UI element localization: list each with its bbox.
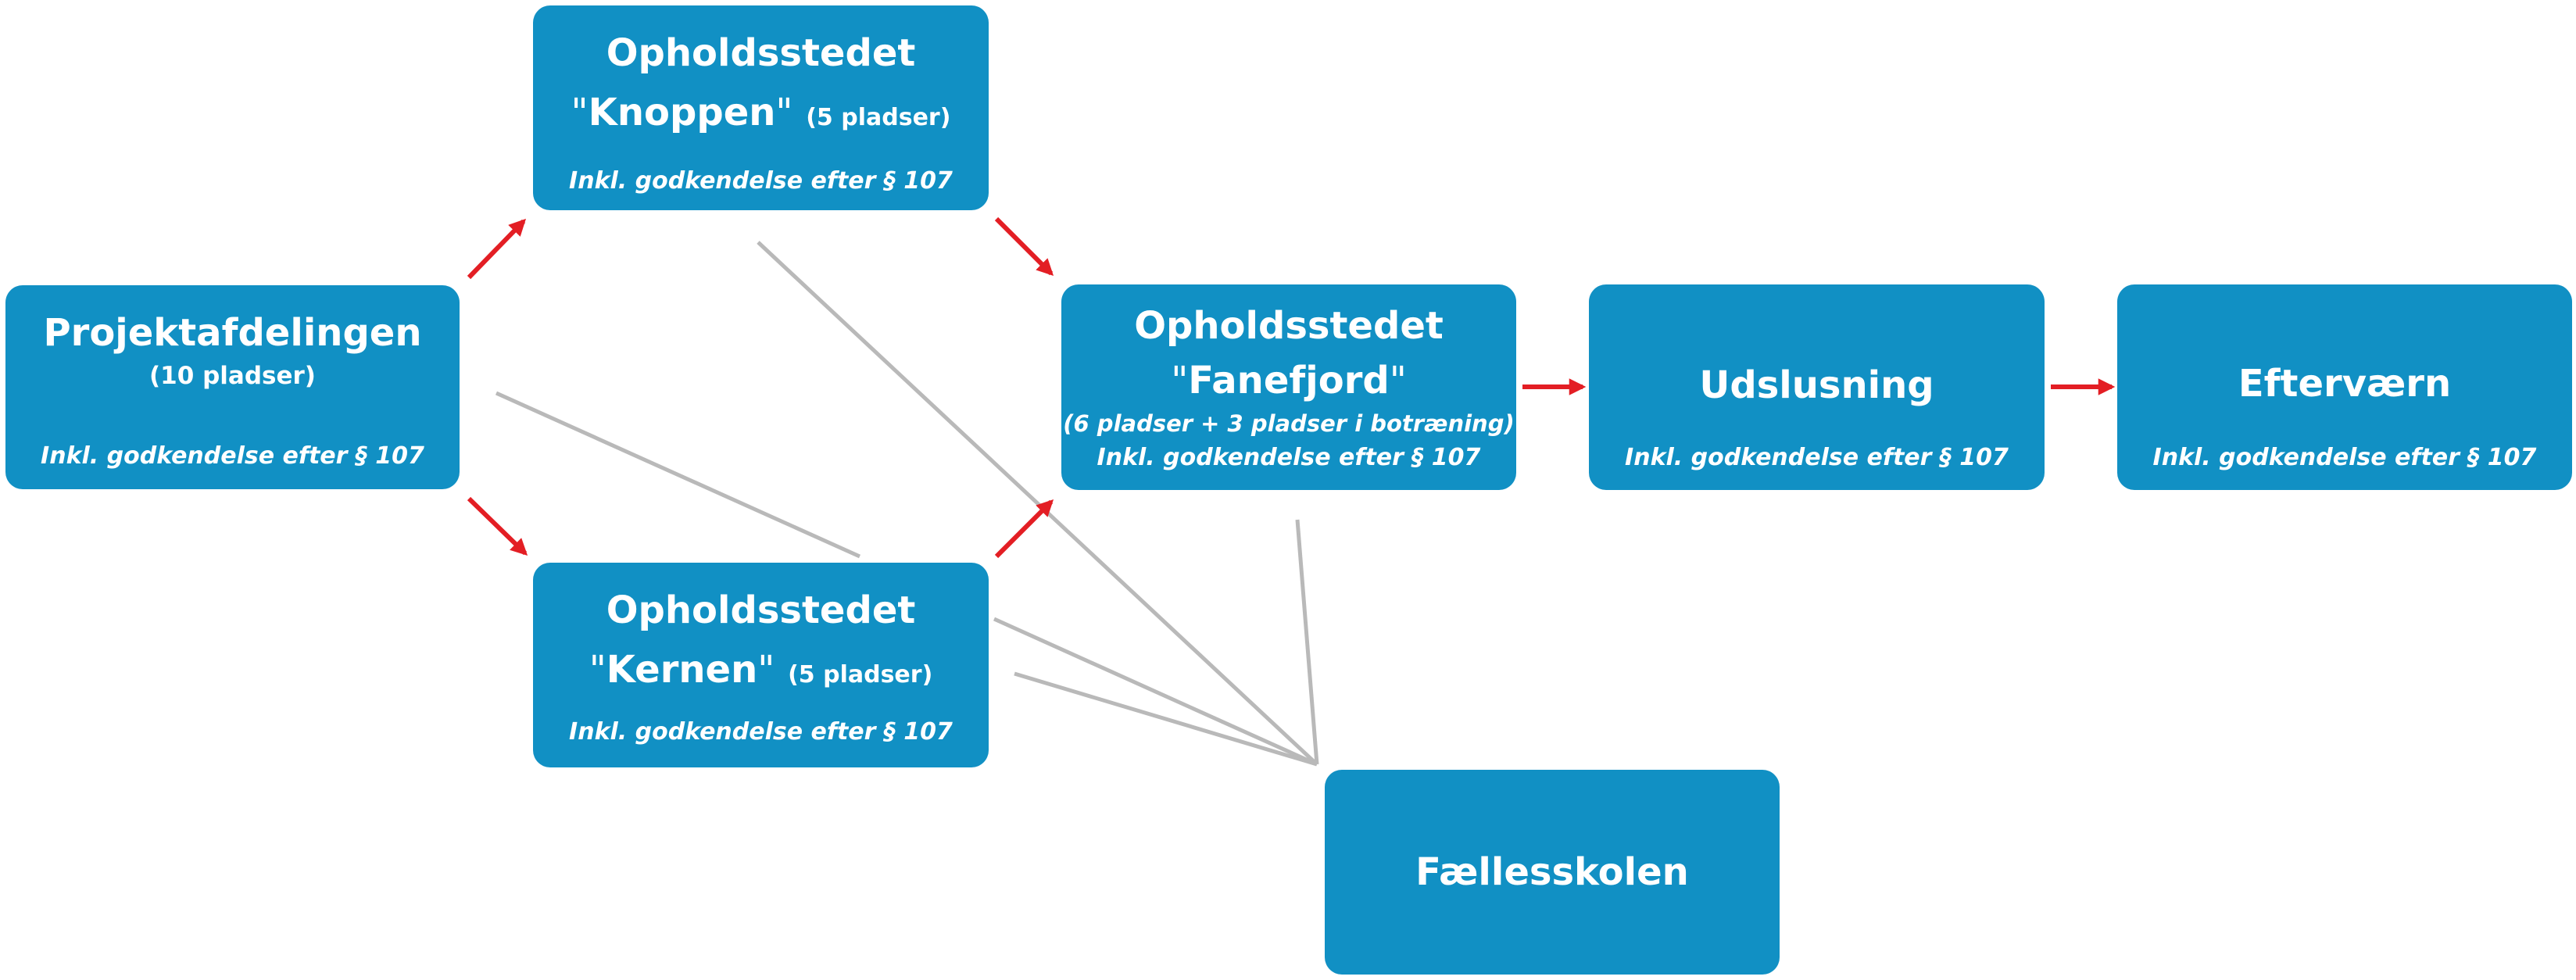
arrow-kernen-to-fanefjord xyxy=(994,499,1054,559)
node-udslusning-note: Inkl. godkendelse efter § 107 xyxy=(1625,444,2009,471)
node-projektafdelingen-note: Inkl. godkendelse efter § 107 xyxy=(41,442,424,470)
node-eftervaern-note: Inkl. godkendelse efter § 107 xyxy=(2152,444,2537,471)
node-projektafdelingen: Projektafdelingen (10 pladser) Inkl. god… xyxy=(5,285,460,489)
node-udslusning-title: Udslusning xyxy=(1699,363,1934,407)
node-eftervaern-title: Efterværn xyxy=(2238,362,2452,406)
node-fanefjord-note: Inkl. godkendelse efter § 107 xyxy=(1097,444,1481,471)
node-knoppen-line1: Opholdsstedet xyxy=(606,31,916,75)
node-kernen-name: Kernen xyxy=(606,648,758,692)
node-knoppen: Opholdsstedet "Knoppen" (5 pladser) Inkl… xyxy=(533,5,989,210)
node-kernen-note: Inkl. godkendelse efter § 107 xyxy=(569,718,953,746)
node-fanefjord: Opholdsstedet "Fanefjord" (6 pladser + 3… xyxy=(1061,284,1516,490)
node-faellesskolen-title: Fællesskolen xyxy=(1415,850,1689,894)
node-udslusning: Udslusning Inkl. godkendelse efter § 107 xyxy=(1589,284,2045,490)
node-fanefjord-name: Fanefjord xyxy=(1188,359,1390,402)
node-fanefjord-capacity: (6 pladser + 3 pladser i botræning) xyxy=(1063,410,1515,437)
node-fanefjord-name-line: "Fanefjord" xyxy=(1171,359,1407,402)
node-projektafdelingen-capacity: (10 pladser) xyxy=(149,362,316,390)
node-knoppen-note: Inkl. godkendelse efter § 107 xyxy=(569,167,953,195)
node-knoppen-name: Knoppen xyxy=(588,91,776,134)
connector-fanefjord-faellesskolen xyxy=(1295,519,1319,765)
node-eftervaern: Efterværn Inkl. godkendelse efter § 107 xyxy=(2117,284,2572,490)
arrow-projektafdelingen-to-kernen xyxy=(467,496,528,556)
node-knoppen-name-line: "Knoppen" (5 pladser) xyxy=(571,91,951,134)
arrow-knoppen-to-fanefjord xyxy=(994,216,1054,277)
connector-kernen-faellesskolen-lower xyxy=(1014,671,1318,767)
arrow-projektafdelingen-to-knoppen xyxy=(467,218,527,280)
node-kernen-capacity: (5 pladser) xyxy=(788,661,933,689)
node-kernen-name-line: "Kernen" (5 pladser) xyxy=(589,648,933,692)
node-kernen: Opholdsstedet "Kernen" (5 pladser) Inkl.… xyxy=(533,563,989,767)
connector-projektafdelingen-faellesskolen xyxy=(495,391,861,559)
node-kernen-line1: Opholdsstedet xyxy=(606,588,916,632)
node-fanefjord-line1: Opholdsstedet xyxy=(1134,304,1444,348)
node-faellesskolen: Fællesskolen xyxy=(1325,770,1780,975)
connector-kernen-faellesskolen-upper xyxy=(993,617,1318,767)
node-knoppen-capacity: (5 pladser) xyxy=(806,104,951,131)
node-projektafdelingen-title: Projektafdelingen xyxy=(43,311,422,355)
